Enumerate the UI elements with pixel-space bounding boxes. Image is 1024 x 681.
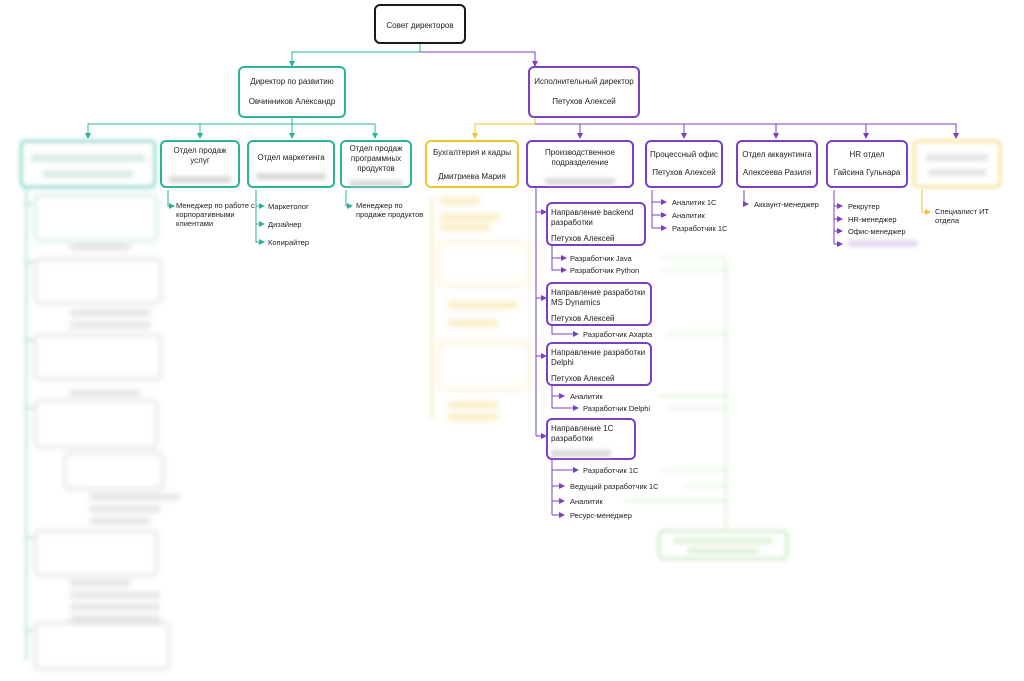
list-item: Разработчик 1С	[583, 466, 639, 475]
production-node[interactable]: Производственное подразделение	[526, 140, 634, 188]
list-item: Копирайтер	[268, 238, 310, 247]
it-department-node[interactable]	[913, 140, 1001, 188]
list-item: Аналитик 1С	[672, 198, 717, 207]
delphi-group-node[interactable]: Направление разработки Delphi Петухов Ал…	[546, 342, 652, 386]
list-item: HR-менеджер	[848, 215, 897, 224]
blurred-person	[545, 178, 615, 185]
list-item: Менеджер по продаже продуктов	[356, 201, 424, 219]
service-sales-node[interactable]: Отдел продаж услуг	[160, 140, 240, 188]
list-item: Аккаунт-менеджер	[754, 200, 819, 209]
node-title: Направление разработки Delphi	[551, 348, 646, 367]
process-office-node[interactable]: Процессный офис Петухов Алексей	[645, 140, 723, 188]
node-person: Петухов Алексей	[652, 168, 716, 177]
list-item: Аналитик	[570, 497, 603, 506]
node-person: Петухов Алексей	[552, 97, 616, 106]
marketing-node[interactable]: Отдел маркетинга	[247, 140, 335, 188]
blurred-department-node	[20, 140, 156, 188]
blurred-item	[848, 240, 918, 247]
node-title: Исполнительный директор	[534, 77, 634, 86]
node-person: Петухов Алексей	[551, 374, 615, 383]
node-person: Гайсина Гульнара	[833, 168, 901, 177]
node-title: Производственное подразделение	[545, 148, 615, 167]
node-title: Процессный офис	[650, 150, 718, 159]
list-item: Маркетолог	[268, 202, 309, 211]
list-item: Дизайнер	[268, 220, 302, 229]
list-item: Аналитик	[672, 211, 705, 220]
node-title: HR отдел	[849, 150, 885, 159]
list-item: Офис-менеджер	[848, 227, 906, 236]
blurred-person	[551, 450, 611, 457]
development-director-node[interactable]: Директор по развитию Овчинников Александ…	[238, 66, 346, 118]
blurred-person	[256, 173, 326, 180]
list-item: Рекрутер	[848, 202, 880, 211]
node-title: Бухгалтерия и кадры	[432, 148, 512, 157]
list-item: Специалист ИТ отдела	[935, 207, 990, 225]
node-person: Алексеева Разиля	[742, 168, 812, 177]
node-person: Петухов Алексей	[551, 234, 615, 243]
list-item: Ведущий разработчик 1С	[570, 482, 659, 491]
node-title: Директор по развитию	[250, 77, 334, 86]
list-item: Разработчик Axapta	[583, 330, 653, 339]
accounting-node[interactable]: Бухгалтерия и кадры Дмитриева Мария	[425, 140, 519, 188]
onec-group-node[interactable]: Направление 1С разработки	[546, 418, 636, 460]
node-person: Дмитриева Мария	[438, 172, 506, 181]
node-title: Направление 1С разработки	[551, 424, 614, 443]
list-item: Разработчик Java	[570, 254, 632, 263]
accounting-department-node[interactable]: Отдел аккаунтинга Алексеева Разиля	[736, 140, 818, 188]
node-person: Овчинников Александр	[248, 97, 336, 106]
executive-director-node[interactable]: Исполнительный директор Петухов Алексей	[528, 66, 640, 118]
msdynamics-group-node[interactable]: Направление разработки MS Dynamics Петух…	[546, 282, 652, 326]
board-title: Совет директоров	[386, 21, 454, 30]
list-item: Менеджер по работе с корпоративными клие…	[176, 201, 255, 228]
node-title: Направление backend разработки	[551, 208, 634, 227]
node-title: Отдел маркетинга	[257, 153, 325, 162]
blurred-person	[169, 176, 231, 183]
list-item: Разработчик 1С	[672, 224, 728, 233]
list-item: Разработчик Python	[570, 266, 640, 275]
node-title: Направление разработки MS Dynamics	[551, 288, 646, 307]
list-item: Аналитик	[570, 392, 603, 401]
list-item: Ресурс-менеджер	[570, 511, 632, 520]
node-person: Петухов Алексей	[551, 314, 615, 323]
board-of-directors-node[interactable]: Совет директоров	[374, 4, 466, 44]
blurred-person	[349, 180, 403, 187]
software-sales-node[interactable]: Отдел продаж программных продуктов	[340, 140, 412, 188]
blurred-note-box	[658, 530, 788, 560]
node-title: Отдел аккаунтинга	[742, 150, 812, 159]
hr-department-node[interactable]: HR отдел Гайсина Гульнара	[826, 140, 908, 188]
list-item: Разработчик Delphi	[583, 404, 651, 413]
backend-group-node[interactable]: Направление backend разработки Петухов А…	[546, 202, 646, 246]
node-title: Отдел продаж программных продуктов	[349, 144, 403, 173]
node-title: Отдел продаж услуг	[173, 146, 227, 165]
